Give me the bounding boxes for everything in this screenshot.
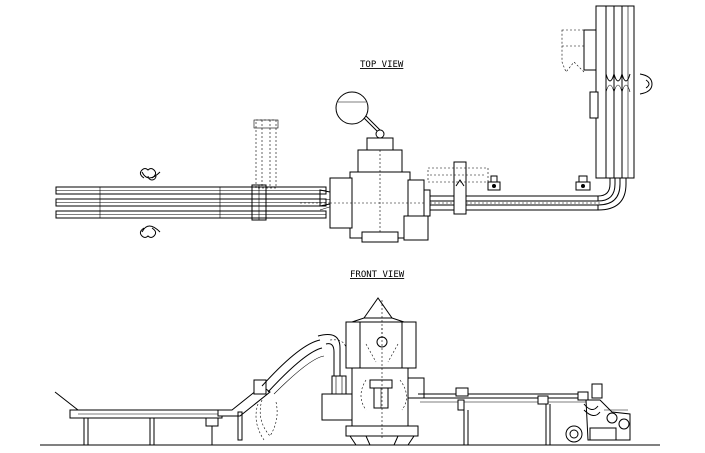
top-left-rails (55, 184, 327, 221)
front-incline-conveyor (217, 334, 347, 441)
front-view (40, 297, 660, 446)
front-view-label: FRONT VIEW (350, 270, 405, 280)
top-dashed-flap (561, 29, 585, 73)
front-infeed-table (54, 391, 223, 445)
gripper-icon-bottom-left (139, 225, 161, 238)
front-stacker-unit (565, 383, 631, 443)
top-view (55, 5, 653, 243)
top-right-rails (427, 161, 600, 215)
top-rail-bolts (487, 175, 591, 191)
gripper-icon-top-left (139, 168, 161, 181)
gripper-icon-right (639, 73, 653, 95)
top-press (329, 91, 431, 243)
top-dashed-guide (253, 119, 279, 189)
top-vertical-stack (583, 5, 635, 179)
top-view-label: TOP VIEW (360, 60, 404, 70)
front-press (321, 297, 425, 446)
top-elbow (597, 176, 627, 211)
front-outfeed-rails (418, 387, 589, 445)
